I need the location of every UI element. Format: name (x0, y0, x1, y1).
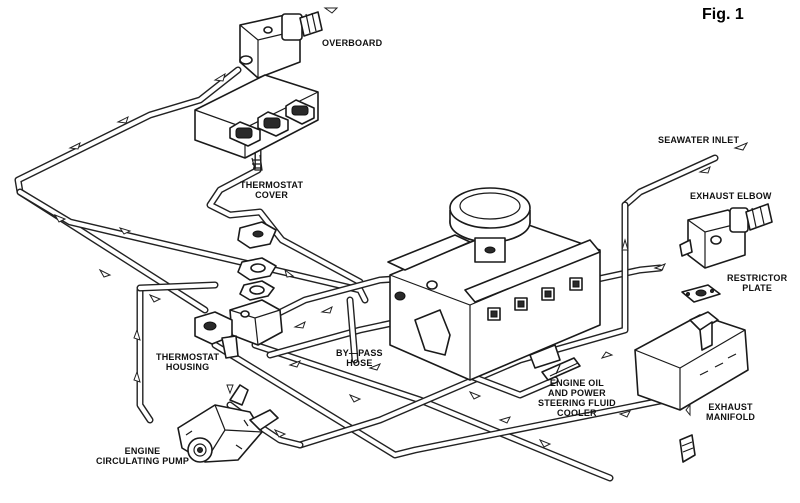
label-bypass-hose: BY—PASS HOSE (336, 348, 383, 368)
label-exhaust-elbow-text: EXHAUST ELBOW (690, 191, 772, 201)
label-circulating-pump: ENGINE CIRCULATING PUMP (96, 446, 189, 466)
overboard-elbow (239, 11, 323, 79)
label-thermostat-cover-line2: COVER (255, 190, 289, 200)
label-exhaust-manifold: EXHAUST MANIFOLD (706, 402, 755, 422)
label-restrictor-plate-line1: RESTRICTOR (727, 273, 788, 283)
air-cleaner (449, 187, 531, 263)
label-overboard-text: OVERBOARD (322, 38, 383, 48)
restrictor-plate (681, 284, 721, 303)
label-oil-cooler-line4: COOLER (557, 408, 597, 418)
thermostat-parts (237, 221, 277, 301)
label-circulating-pump-line1: ENGINE (124, 446, 161, 456)
label-thermostat-housing-line2: HOUSING (165, 362, 210, 372)
label-circulating-pump-line2: CIRCULATING PUMP (96, 456, 190, 466)
label-exhaust-manifold-line1: EXHAUST (708, 402, 753, 412)
right-exhaust-elbow (679, 203, 773, 269)
thermostat-housing (194, 299, 283, 359)
label-oil-cooler-line3: STEERING FLUID (538, 398, 616, 408)
label-bypass-hose-line1: BY—PASS (336, 348, 383, 358)
label-restrictor-plate-line2: PLATE (742, 283, 773, 293)
figure-title: Fig. 1 (702, 6, 744, 23)
circulating-pump (177, 384, 279, 463)
label-bypass-hose-line2: HOSE (346, 358, 373, 368)
engine-block (387, 221, 601, 381)
right-exhaust-manifold (634, 311, 749, 463)
label-seawater-inlet-text: SEAWATER INLET (658, 135, 740, 145)
label-overboard: OVERBOARD (322, 38, 382, 48)
top-exhaust-manifold (194, 74, 319, 171)
label-exhaust-elbow: EXHAUST ELBOW (690, 191, 772, 201)
label-seawater-inlet: SEAWATER INLET (658, 135, 739, 145)
flow-arrows (53, 7, 749, 448)
label-thermostat-housing: THERMOSTAT HOUSING (156, 352, 219, 372)
label-restrictor-plate: RESTRICTOR PLATE (727, 273, 787, 293)
label-oil-cooler-line2: AND POWER (548, 388, 606, 398)
label-oil-cooler-line1: ENGINE OIL (549, 378, 604, 388)
label-oil-cooler: ENGINE OIL AND POWER STEERING FLUID COOL… (538, 378, 616, 418)
label-thermostat-housing-line1: THERMOSTAT (156, 352, 220, 362)
oil-cooler (541, 357, 581, 381)
label-exhaust-manifold-line2: MANIFOLD (706, 412, 756, 422)
label-thermostat-cover-line1: THERMOSTAT (240, 180, 304, 190)
label-thermostat-cover: THERMOSTAT COVER (240, 180, 303, 200)
